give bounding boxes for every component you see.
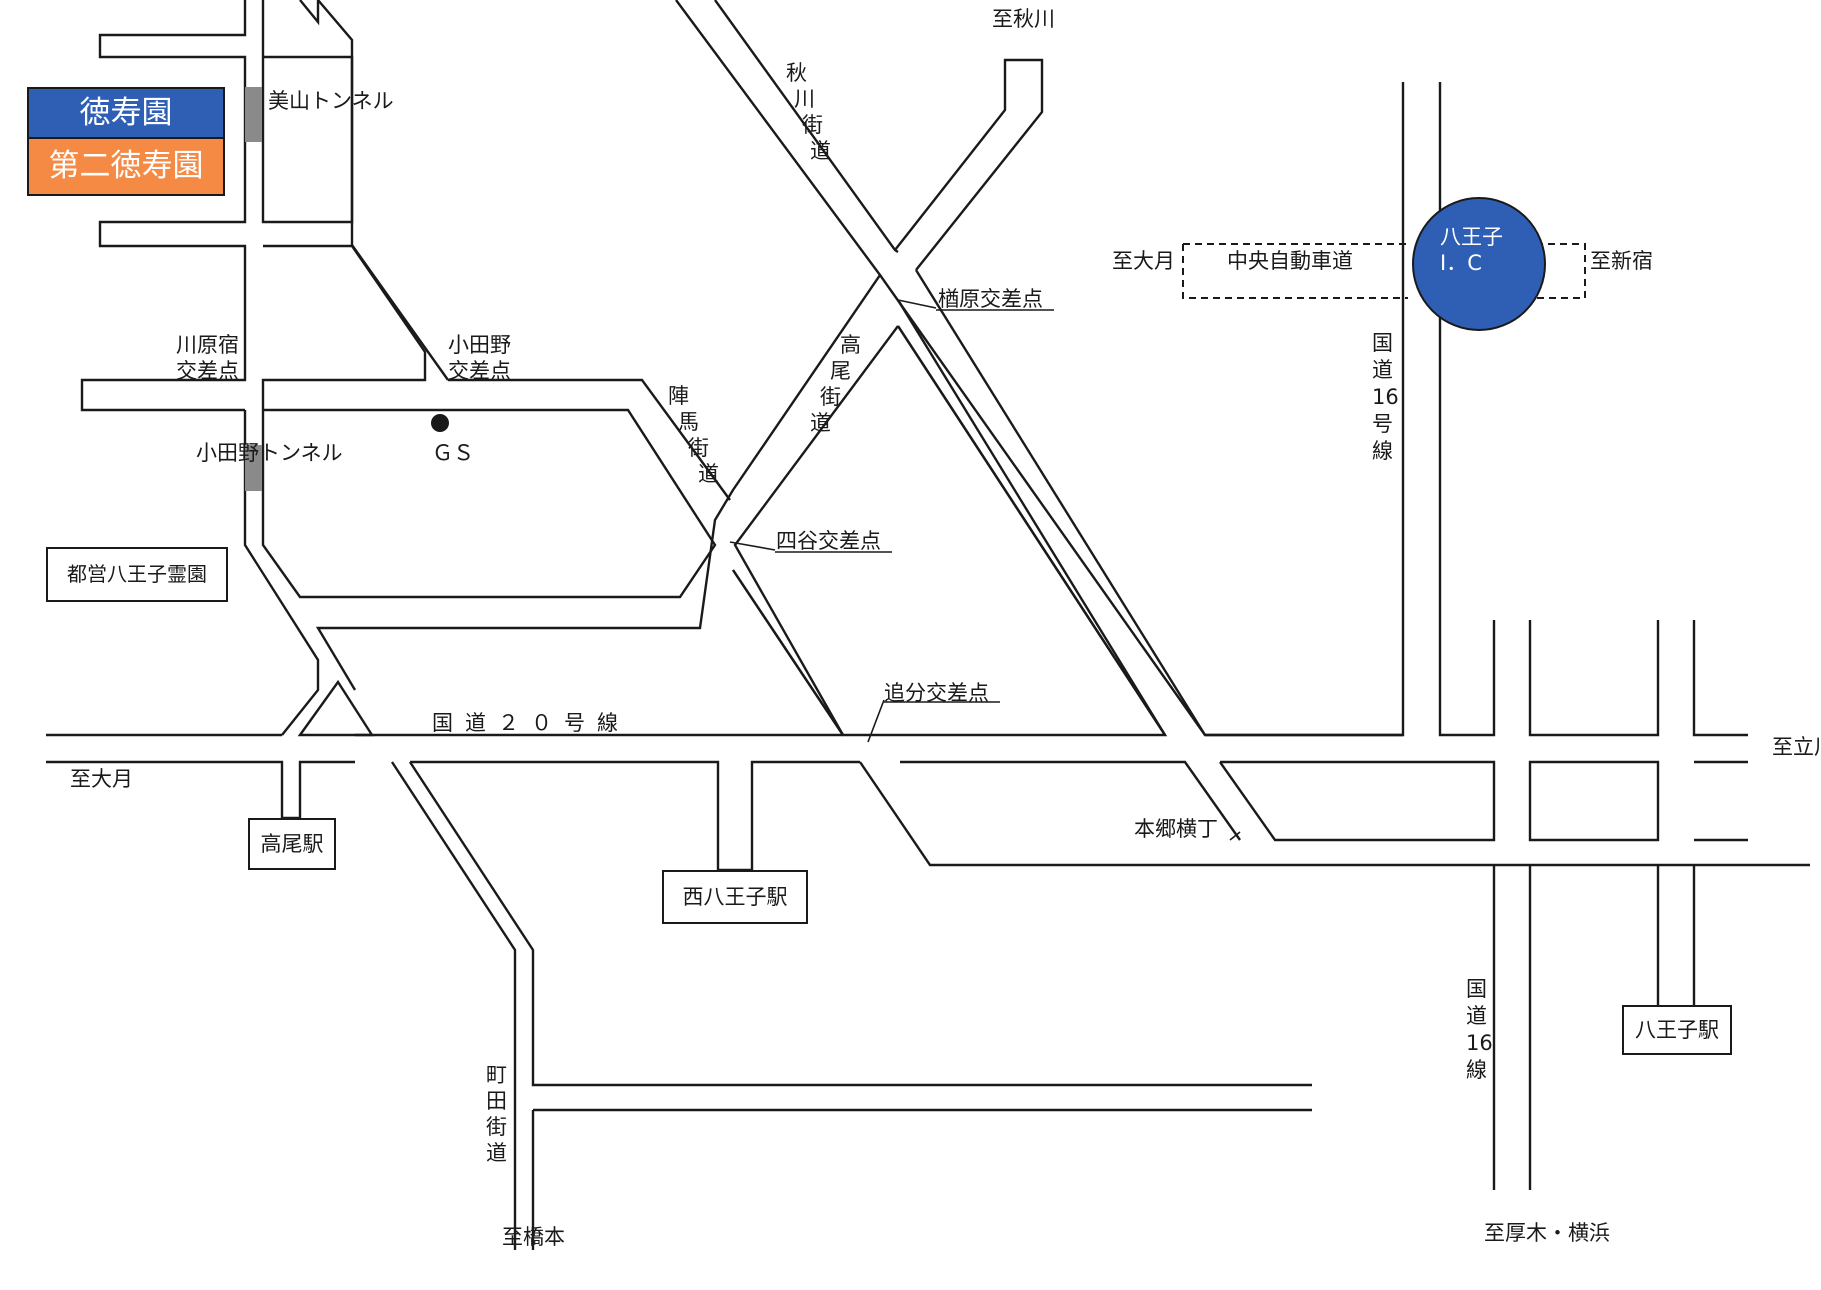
vertical-label-char: 道 <box>1466 1004 1487 1028</box>
vertical-label-char: 高 <box>840 333 861 357</box>
route-20 <box>46 82 1810 1190</box>
odano-intersection-label-2: 交差点 <box>448 359 511 383</box>
legend-dai2-tokujuen: 第二徳寿園 <box>27 139 225 196</box>
dest-tachikawa: 至立川 <box>1772 735 1821 759</box>
vertical-label-char: 線 <box>1372 439 1393 463</box>
machida-kaido <box>390 761 1312 1250</box>
yotsuya-leader <box>729 541 776 551</box>
route16-north-label: 国道 16 号線 <box>1372 331 1399 463</box>
vertical-label-char: 馬 <box>678 410 699 434</box>
vertical-label-char: 16 <box>1466 1031 1493 1055</box>
ic-label-2: I．C <box>1440 251 1482 275</box>
takao-station-label: 高尾駅 <box>260 832 324 856</box>
narahara-leader <box>897 299 937 309</box>
odano-tunnel-label: 小田野トンネル <box>196 441 343 465</box>
gas-station-label: ＧＳ <box>432 441 474 465</box>
legend-dai2-tokujuen-label: 第二徳寿園 <box>48 148 204 184</box>
dest-otsuki-expressway: 至大月 <box>1112 249 1175 273</box>
miyama-tunnel-label: 美山トンネル <box>268 89 394 113</box>
legend-tokujuen-label: 徳寿園 <box>79 95 173 131</box>
takao-station: 高尾駅 <box>248 818 336 870</box>
vertical-label-char: 町 <box>486 1063 507 1087</box>
dest-shinjuku: 至新宿 <box>1590 249 1653 273</box>
dest-hashimoto: 至橋本 <box>502 1225 565 1249</box>
vertical-label-char: 国 <box>1372 331 1393 355</box>
vertical-label-char: 川 <box>794 87 815 111</box>
dest-akigawa: 至秋川 <box>992 7 1055 31</box>
toei-hachioji-cemetery: 都営八王子霊園 <box>46 547 228 602</box>
gas-station-dot <box>431 414 449 432</box>
vertical-label-char: 街 <box>486 1115 507 1139</box>
nishi-hachioji-station: 西八王子駅 <box>662 870 808 924</box>
legend-tokujuen: 徳寿園 <box>27 87 225 139</box>
vertical-label-char: 線 <box>1466 1058 1487 1082</box>
route20-label: 国道２０号線 <box>432 711 630 735</box>
cemetery-label: 都営八王子霊園 <box>67 562 207 586</box>
ic-label-1: 八王子 <box>1440 225 1503 249</box>
kawarajuku-label-2: 交差点 <box>176 359 239 383</box>
odano-intersection-label-1: 小田野 <box>448 333 511 357</box>
central-roads <box>315 0 1403 737</box>
miyama-tunnel-mark <box>245 87 262 142</box>
vertical-label-char: 道 <box>810 139 831 163</box>
hongo-leader <box>1229 831 1241 841</box>
dest-atsugi-yokohama: 至厚木・横浜 <box>1484 1221 1610 1245</box>
yotsuya-label: 四谷交差点 <box>776 529 881 553</box>
nishi-hachioji-station-label: 西八王子駅 <box>682 885 788 909</box>
dest-otsuki-route20: 至大月 <box>70 767 133 791</box>
vertical-label-char: 街 <box>820 385 841 409</box>
vertical-label-char: 道 <box>486 1141 507 1165</box>
kawarajuku-label-1: 川原宿 <box>176 333 239 357</box>
oiwake-label: 追分交差点 <box>884 681 989 705</box>
vertical-label-char: 尾 <box>830 359 851 383</box>
chuo-expressway-label: 中央自動車道 <box>1227 249 1353 273</box>
vertical-label-char: 道 <box>810 411 831 435</box>
vertical-label-char: 国 <box>1466 977 1487 1001</box>
vertical-label-char: 田 <box>486 1089 507 1113</box>
vertical-label-char: 道 <box>1372 358 1393 382</box>
vertical-label-char: 街 <box>688 436 709 460</box>
chuo-expressway <box>1182 243 1586 299</box>
hachioji-ic-circle <box>1412 197 1546 331</box>
route16-south-label: 国道 16 線 <box>1466 977 1493 1082</box>
narahara-label: 楢原交差点 <box>938 287 1043 311</box>
oiwake-leader <box>867 699 885 743</box>
vertical-label-char: 陣 <box>668 384 689 408</box>
hongo-yokocho-label: 本郷横丁 <box>1134 817 1218 841</box>
hachioji-station: 八王子駅 <box>1622 1005 1732 1055</box>
vertical-label-char: 秋 <box>786 61 807 85</box>
odano-tunnel-mark <box>245 445 262 491</box>
hachioji-station-label: 八王子駅 <box>1635 1018 1719 1042</box>
vertical-label-char: 号 <box>1372 412 1393 436</box>
vertical-label-char: 街 <box>802 113 823 137</box>
vertical-label-char: 16 <box>1372 385 1399 409</box>
west-roads <box>80 0 731 736</box>
vertical-label-char: 道 <box>698 462 719 486</box>
